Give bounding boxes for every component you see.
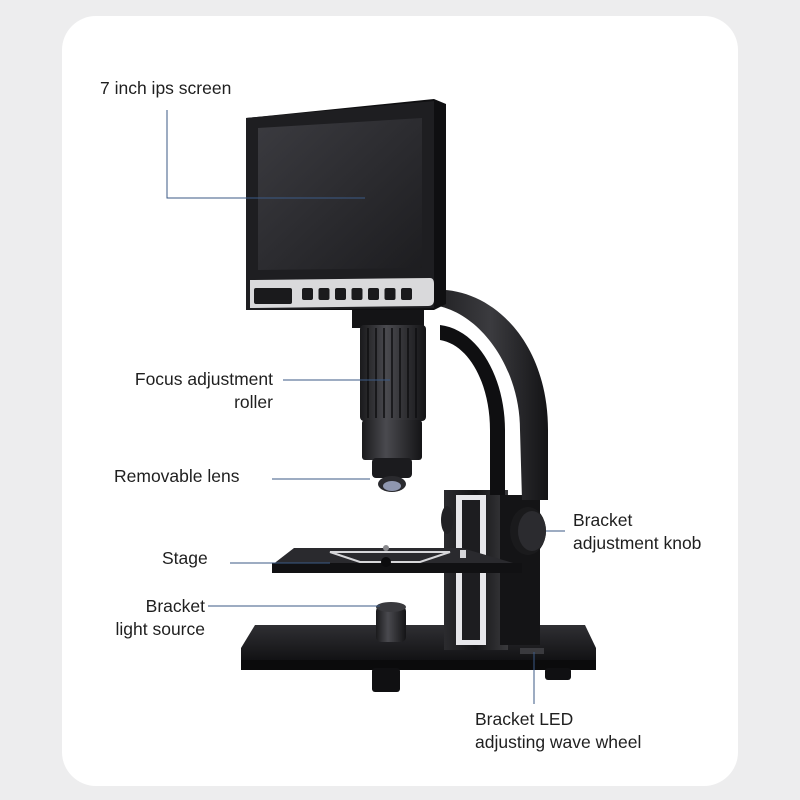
screen-control-buttons (302, 288, 412, 300)
screen-button (351, 288, 363, 300)
ips-screen (246, 99, 446, 310)
label-light-line2: light source (115, 619, 206, 639)
led-wave-wheel (520, 648, 544, 654)
screen-button (335, 288, 346, 300)
label-led-line1: Bracket LED (475, 709, 574, 729)
label-focus-line1: Focus adjustment (134, 369, 273, 389)
label-knob-line1: Bracket (573, 510, 633, 530)
leader-lines (166, 110, 565, 704)
arm (420, 289, 548, 500)
label-screen: 7 inch ips screen (100, 78, 232, 98)
screen-button (384, 288, 396, 300)
stage-plate (272, 545, 522, 573)
label-light-line1: Bracket (145, 596, 205, 616)
bracket-adjustment-knob (441, 506, 546, 555)
screen-glass (258, 118, 422, 270)
label-focus-roller: Focus adjustment roller (100, 368, 273, 414)
label-light-source: Bracket light source (96, 595, 206, 641)
screen-button (368, 288, 379, 300)
label-stage: Stage (162, 548, 208, 568)
label-led-line2: adjusting wave wheel (475, 732, 642, 752)
screen-button (302, 288, 313, 300)
focus-tube (352, 308, 426, 492)
screen-button (318, 288, 330, 300)
base (241, 625, 596, 692)
lens-glass (383, 481, 401, 491)
label-lens: Removable lens (114, 466, 240, 486)
label-knob: Bracket adjustment knob (573, 509, 701, 555)
label-led-wheel: Bracket LED adjusting wave wheel (475, 708, 641, 754)
screen-button (401, 288, 412, 300)
label-knob-line2: adjustment knob (573, 533, 702, 553)
bracket-light-source (376, 602, 406, 642)
label-focus-line2: roller (234, 392, 273, 412)
